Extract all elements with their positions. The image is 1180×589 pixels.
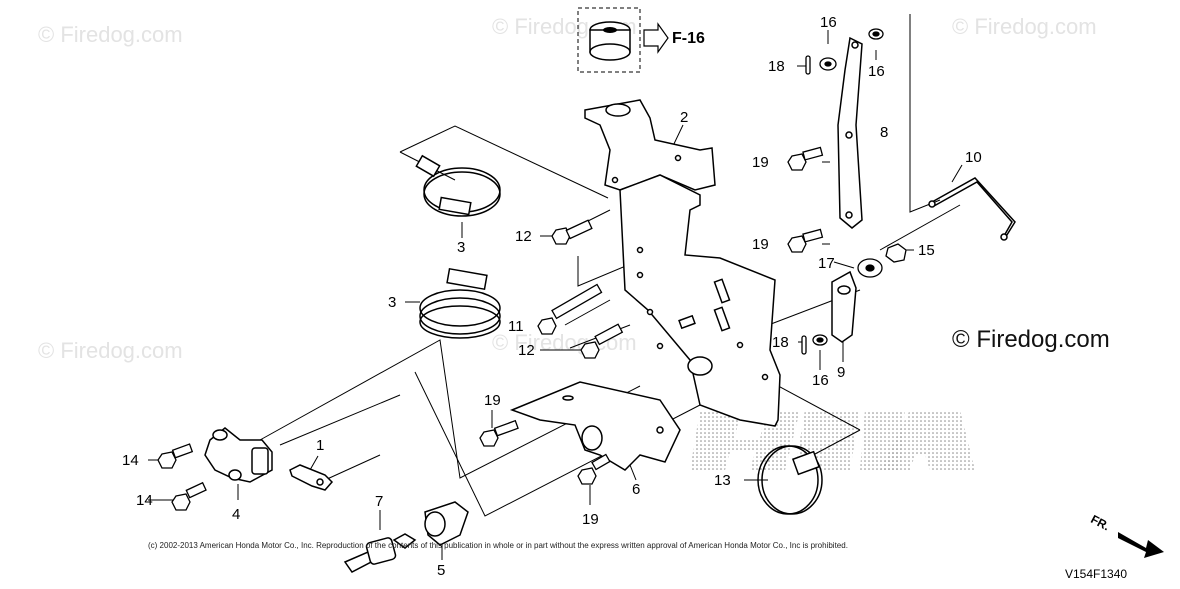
callout-6: 6 xyxy=(632,481,641,498)
callout-19-left: 19 xyxy=(484,392,501,409)
callout-12-upper: 12 xyxy=(515,228,532,245)
callout-2: 2 xyxy=(680,109,689,126)
grommet-reference xyxy=(577,7,669,73)
callout-18-top: 18 xyxy=(768,58,785,75)
callout-7: 7 xyxy=(375,493,384,510)
watermark: © Firedog.com xyxy=(952,14,1097,39)
hose-clamp-lower xyxy=(419,267,501,339)
firedog-watermark: © Firedog.com xyxy=(952,326,1110,353)
callout-14-top: 14 xyxy=(122,452,139,469)
callout-8: 8 xyxy=(880,124,889,141)
copyright-notice: (c) 2002-2013 American Honda Motor Co., … xyxy=(148,541,848,550)
callout-19-mid: 19 xyxy=(752,236,769,253)
connector xyxy=(343,533,417,573)
honda-logo-watermark xyxy=(690,410,975,470)
callout-10: 10 xyxy=(965,149,982,166)
callout-3-lower: 3 xyxy=(388,294,397,311)
callout-12-lower: 12 xyxy=(518,342,535,359)
reference-label: F-16 xyxy=(672,30,705,47)
callout-4: 4 xyxy=(232,506,241,523)
callout-16-right: 16 xyxy=(868,63,885,80)
callout-3-upper: 3 xyxy=(457,239,466,256)
callout-14-bottom: 14 xyxy=(136,492,153,509)
callout-16-lower: 16 xyxy=(812,372,829,389)
callout-5: 5 xyxy=(437,562,446,579)
watermark: © Firedog.com xyxy=(38,338,183,363)
callout-13: 13 xyxy=(714,472,731,489)
front-direction-arrow-icon xyxy=(1118,532,1164,558)
lever-arm xyxy=(289,464,334,491)
callout-9: 9 xyxy=(837,364,846,381)
callout-17: 17 xyxy=(818,255,835,272)
bracket-upper xyxy=(584,99,716,191)
bolts xyxy=(157,28,907,511)
sensor-body xyxy=(204,427,273,483)
callout-16-top: 16 xyxy=(820,14,837,31)
callout-15: 15 xyxy=(918,242,935,259)
callout-18-lower: 18 xyxy=(772,334,789,351)
watermark: © Firedog.com xyxy=(38,22,183,47)
collar xyxy=(424,501,469,546)
band-clamp xyxy=(757,445,823,515)
control-rod xyxy=(928,177,1016,241)
mounting-strap xyxy=(837,36,863,229)
callout-11: 11 xyxy=(508,318,524,335)
bracket-lower xyxy=(509,381,681,471)
main-plate xyxy=(619,174,781,427)
arrow-right-icon xyxy=(643,22,669,54)
callout-19-top: 19 xyxy=(752,154,769,171)
figure-code: V154F1340 xyxy=(1065,567,1128,581)
hose-clamp-upper xyxy=(415,154,501,217)
callout-19-bottom: 19 xyxy=(582,511,599,528)
small-plate xyxy=(831,270,857,343)
callout-1: 1 xyxy=(316,437,325,454)
